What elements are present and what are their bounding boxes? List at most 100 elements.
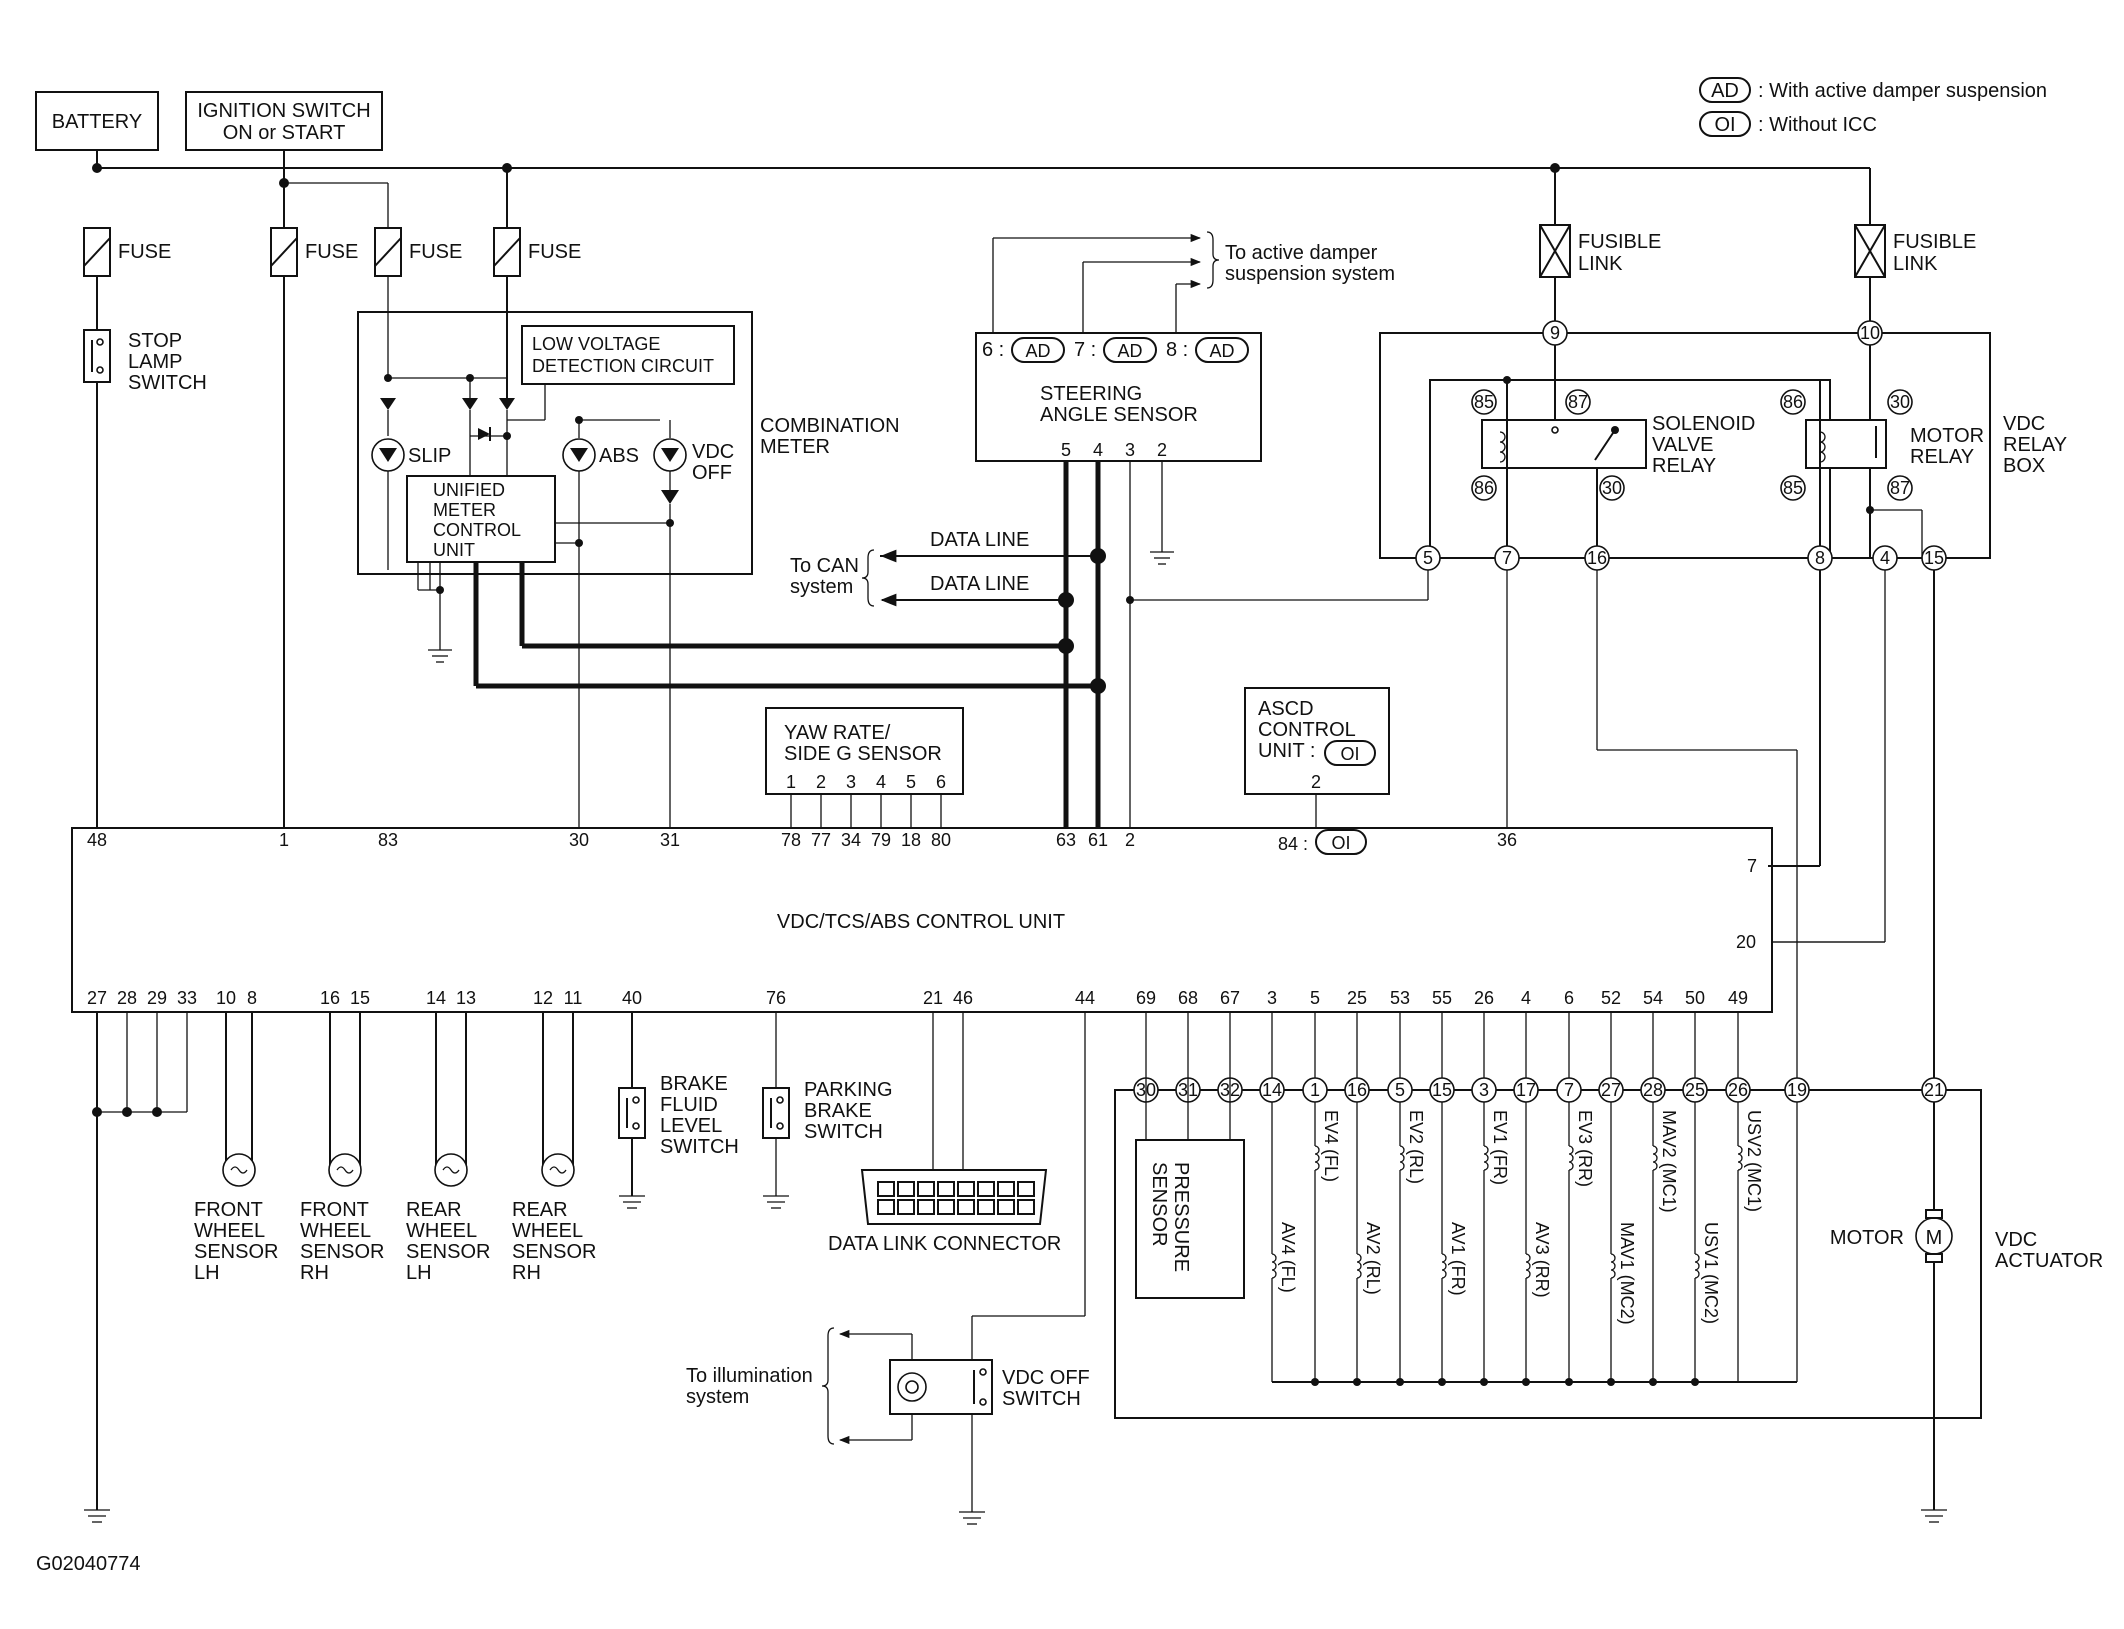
svg-text:AD: AD (1117, 341, 1142, 361)
svg-text:13: 13 (456, 988, 476, 1008)
svg-text:14: 14 (426, 988, 446, 1008)
svg-text:7 :: 7 : (1074, 339, 1096, 361)
actuator-pin-label: 7 (1564, 1080, 1574, 1100)
svg-text:55: 55 (1432, 988, 1452, 1008)
svg-text:SENSOR: SENSOR (512, 1241, 596, 1263)
svg-text:FUSE: FUSE (305, 241, 358, 263)
svg-text:VDC: VDC (2003, 413, 2045, 435)
svg-text:20: 20 (1736, 932, 1756, 952)
wheel-sensor-rear-lh: REAR WHEEL SENSOR LH (406, 1012, 490, 1284)
svg-text:7: 7 (1747, 856, 1757, 876)
svg-text:3: 3 (1267, 988, 1277, 1008)
cu-ground-pins (84, 1012, 188, 1523)
legend-oi-oval (1699, 111, 1751, 137)
svg-text:VDC: VDC (1995, 1229, 2037, 1251)
svg-text:FUSE: FUSE (409, 241, 462, 263)
svg-text:7: 7 (1502, 548, 1512, 568)
svg-text:40: 40 (622, 988, 642, 1008)
svg-text:4: 4 (1521, 988, 1531, 1008)
svg-text:44: 44 (1075, 988, 1095, 1008)
svg-text:25: 25 (1347, 988, 1367, 1008)
svg-text:4: 4 (876, 772, 886, 792)
svg-text:1: 1 (786, 772, 796, 792)
actuator-pin-label: 3 (1479, 1080, 1489, 1100)
coil-upper-label: EV2 (RL) (1406, 1110, 1426, 1184)
coil-upper-label: EV4 (FL) (1321, 1110, 1341, 1182)
svg-text:RELAY: RELAY (2003, 434, 2067, 456)
svg-text:33: 33 (177, 988, 197, 1008)
svg-text:DATA LINK CONNECTOR: DATA LINK CONNECTOR (828, 1233, 1061, 1255)
wheel-sensor-front-rh: FRONT WHEEL SENSOR RH (300, 1012, 384, 1284)
svg-text:18: 18 (901, 830, 921, 850)
svg-text:16: 16 (1587, 548, 1607, 568)
dlc-pin (917, 1199, 935, 1215)
svg-text:48: 48 (87, 830, 107, 850)
coil-upper-label: USV2 (MC1) (1744, 1110, 1764, 1212)
fusible-link-1: FUSIBLE LINK (1539, 224, 1661, 278)
svg-text:LINK: LINK (1893, 253, 1938, 275)
svg-text:1: 1 (279, 830, 289, 850)
svg-text:86: 86 (1474, 478, 1494, 498)
svg-text:LEVEL: LEVEL (660, 1115, 722, 1137)
svg-text:80: 80 (931, 830, 951, 850)
svg-text:76: 76 (766, 988, 786, 1008)
coil-lower-label: AV2 (RL) (1363, 1222, 1383, 1295)
svg-text:8: 8 (247, 988, 257, 1008)
svg-text:DETECTION CIRCUIT: DETECTION CIRCUIT (532, 356, 714, 376)
svg-text:27: 27 (87, 988, 107, 1008)
svg-text:85: 85 (1783, 478, 1803, 498)
actuator-pin-label: 27 (1601, 1080, 1621, 1100)
svg-text:To CAN: To CAN (790, 555, 859, 577)
svg-text:system: system (790, 576, 853, 598)
svg-text:CONTROL: CONTROL (433, 520, 521, 540)
svg-text:15: 15 (1924, 548, 1944, 568)
dlc-pin (1017, 1181, 1035, 1197)
coil-lower-label: USV1 (MC2) (1701, 1222, 1721, 1324)
dlc-pin (997, 1181, 1015, 1197)
svg-text:10: 10 (216, 988, 236, 1008)
svg-text:87: 87 (1890, 478, 1910, 498)
battery-bus (92, 150, 1871, 228)
svg-text:77: 77 (811, 830, 831, 850)
actuator-pin-label: 1 (1310, 1080, 1320, 1100)
coil-upper-label: EV1 (FR) (1490, 1110, 1510, 1185)
fuse-ignition-2: FUSE (374, 227, 462, 277)
svg-text:49: 49 (1728, 988, 1748, 1008)
svg-text:4: 4 (1880, 548, 1890, 568)
brake-fluid-level-switch: BRAKE FLUID LEVEL SWITCH (618, 1012, 739, 1209)
dlc-pin (937, 1181, 955, 1197)
svg-text:PARKING: PARKING (804, 1079, 893, 1101)
svg-text:FUSIBLE: FUSIBLE (1893, 231, 1976, 253)
svg-text:UNIFIED: UNIFIED (433, 480, 505, 500)
svg-text:VDC OFF: VDC OFF (1002, 1367, 1090, 1389)
svg-text:6: 6 (936, 772, 946, 792)
svg-text:29: 29 (147, 988, 167, 1008)
fuse-ignition-1: FUSE (270, 227, 358, 277)
svg-text:RH: RH (300, 1262, 329, 1284)
svg-text:LH: LH (194, 1262, 220, 1284)
svg-text:52: 52 (1601, 988, 1621, 1008)
legend-oi-tag: OI (1714, 114, 1735, 136)
fuse-battery-meter: FUSE (493, 227, 581, 277)
steering-angle-sensor: To active damper suspension system 6 : A… (975, 231, 1429, 828)
svg-text:10: 10 (1860, 323, 1880, 343)
svg-text:STEERING: STEERING (1040, 383, 1142, 405)
svg-text:COMBINATION: COMBINATION (760, 415, 900, 437)
wheel-sensor-front-lh: FRONT WHEEL SENSOR LH (194, 1012, 278, 1284)
svg-text:30: 30 (1890, 392, 1910, 412)
svg-text:LINK: LINK (1578, 253, 1623, 275)
svg-text:8 :: 8 : (1166, 339, 1188, 361)
dlc-pin (957, 1199, 975, 1215)
svg-text:30: 30 (1602, 478, 1622, 498)
svg-text:87: 87 (1568, 392, 1588, 412)
svg-text:2: 2 (1125, 830, 1135, 850)
svg-text:83: 83 (378, 830, 398, 850)
svg-text:79: 79 (871, 830, 891, 850)
svg-text:OI: OI (1331, 833, 1350, 853)
svg-text:MOTOR: MOTOR (1830, 1227, 1904, 1249)
combination-meter: COMBINATION METER LOW VOLTAGE DETECTION … (357, 276, 900, 828)
coil-lower-label: AV4 (FL) (1278, 1222, 1298, 1293)
svg-text:31: 31 (660, 830, 680, 850)
svg-text:ACTUATOR: ACTUATOR (1995, 1250, 2103, 1272)
svg-text:2: 2 (816, 772, 826, 792)
